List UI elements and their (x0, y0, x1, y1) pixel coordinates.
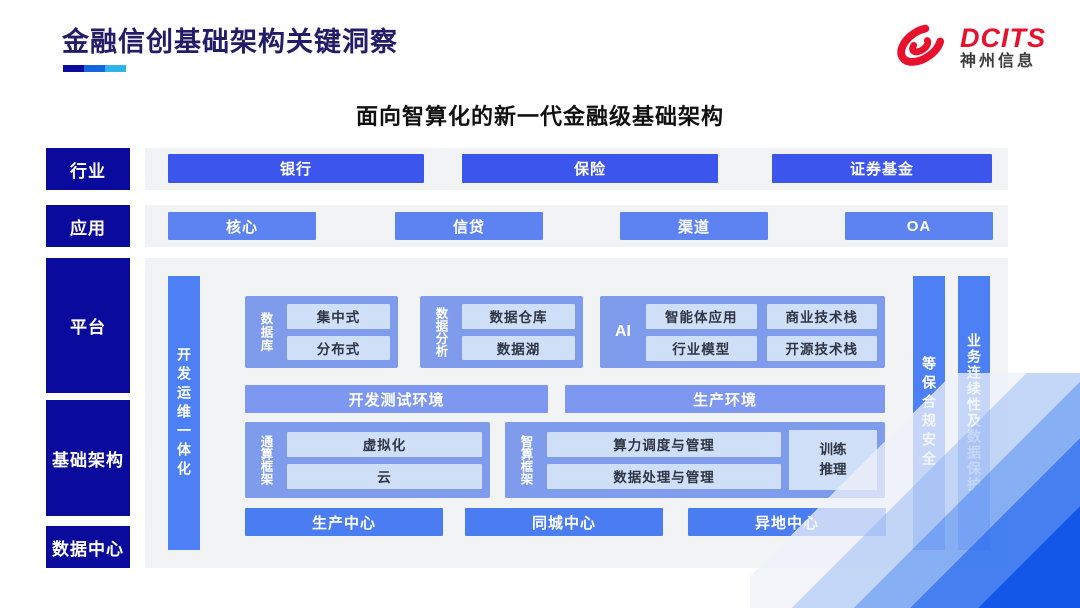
chip-train-inference: 训练 推理 (789, 430, 877, 490)
general-computing-group: 通算框架 虚拟化 云 (245, 422, 490, 498)
chip-distributed: 分布式 (287, 335, 390, 360)
analytics-group-label: 数据分析 (433, 307, 448, 357)
app-core: 核心 (168, 212, 316, 240)
samecity-center: 同城中心 (465, 508, 663, 536)
ai-group: AI 智能体应用 商业技术栈 行业模型 开源技术栈 (600, 296, 885, 368)
analytics-group: 数据分析 数据仓库 数据湖 (420, 296, 583, 368)
ai-group-label: AI (615, 323, 631, 340)
chip-virtualization: 虚拟化 (287, 431, 482, 457)
industry-insurance: 保险 (462, 154, 718, 183)
app-channel: 渠道 (620, 212, 768, 240)
logo-brand-text: DCITS (960, 22, 1046, 53)
chip-commercial-stack: 商业技术栈 (766, 303, 877, 329)
database-group: 数据库 集中式 分布式 (245, 296, 398, 368)
industry-securities: 证券基金 (772, 154, 992, 183)
intelligent-computing-label: 智算框架 (518, 435, 533, 485)
chip-cloud: 云 (287, 463, 482, 489)
logo-company-text: 神州信息 (960, 53, 1037, 71)
diagram-title: 面向智算化的新一代金融级基础架构 (355, 104, 724, 129)
chip-centralized: 集中式 (287, 304, 390, 329)
rail-datacenter: 数据中心 (46, 526, 130, 568)
security-compliance-bar: 等保合规安全 (913, 276, 945, 550)
page-title: 金融信创基础架构关键洞察 (62, 27, 398, 57)
underline-segment (63, 65, 84, 72)
business-continuity-bar: 业务连续性及数据保护 (958, 276, 990, 550)
chip-agent-app: 智能体应用 (646, 303, 757, 329)
title-underline (63, 65, 126, 72)
industry-bank: 银行 (168, 154, 424, 183)
chip-data-processing: 数据处理与管理 (547, 463, 781, 489)
app-credit: 信贷 (395, 212, 543, 240)
production-center: 生产中心 (245, 508, 443, 536)
dcits-logo: DCITS 神州信息 (890, 16, 1046, 79)
app-oa: OA (845, 212, 993, 240)
underline-segment (84, 65, 105, 72)
rail-application: 应用 (46, 205, 130, 247)
underline-segment (105, 65, 126, 72)
chip-data-warehouse: 数据仓库 (462, 304, 575, 329)
chip-industry-model: 行业模型 (646, 335, 757, 361)
chip-data-lake: 数据湖 (462, 335, 575, 360)
rail-industry: 行业 (46, 148, 130, 190)
dcits-swirl-icon (890, 16, 952, 79)
rail-platform: 平台 (46, 258, 130, 393)
intelligent-computing-group: 智算框架 算力调度与管理 数据处理与管理 训练 推理 (505, 422, 885, 498)
remote-center: 异地中心 (688, 508, 886, 536)
dev-test-env: 开发测试环境 (245, 385, 548, 413)
production-env: 生产环境 (565, 385, 885, 413)
chip-opensource-stack: 开源技术栈 (766, 335, 877, 361)
devops-bar: 开发运维一体化 (168, 276, 200, 550)
chip-compute-scheduling: 算力调度与管理 (547, 431, 781, 457)
database-group-label: 数据库 (258, 311, 273, 353)
general-computing-label: 通算框架 (258, 435, 273, 485)
rail-infrastructure: 基础架构 (46, 400, 130, 516)
